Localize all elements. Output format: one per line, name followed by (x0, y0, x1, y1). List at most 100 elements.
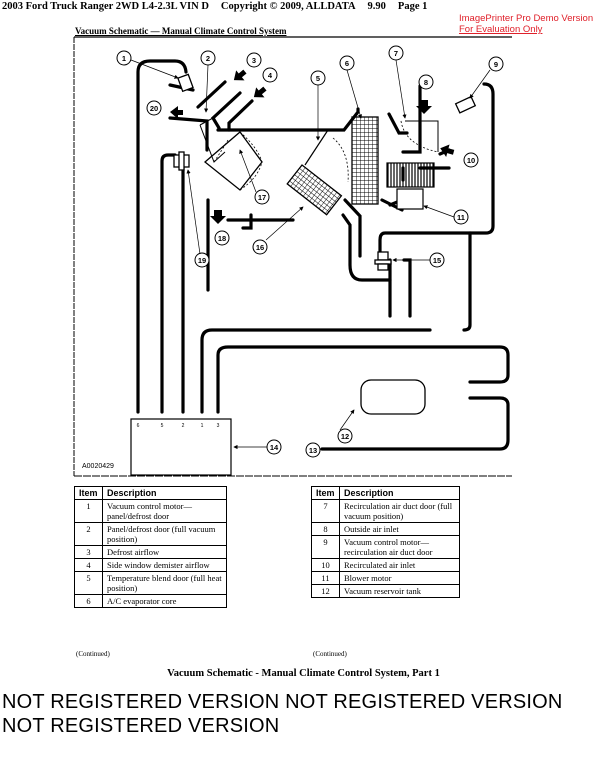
callout-5: 5 (310, 70, 326, 86)
svg-text:19: 19 (198, 256, 206, 265)
demo-line-1: ImagePrinter Pro Demo Version (459, 13, 594, 24)
callout-12: 12 (337, 428, 353, 444)
callout-1: 1 (116, 50, 132, 66)
port-label: 1 (201, 423, 204, 429)
vacuum-hoses (136, 59, 510, 451)
blower-wheel (386, 162, 435, 188)
svg-text:13: 13 (309, 446, 317, 455)
door-linkages (199, 117, 439, 191)
column-header-description: Description (102, 486, 227, 500)
floor-airflow-arrow (210, 210, 226, 224)
column-header-item: Item (311, 486, 340, 500)
svg-text:12: 12 (341, 432, 349, 441)
schematic-title: Vacuum Schematic — Manual Climate Contro… (75, 26, 287, 36)
diagram-frame (73, 36, 512, 477)
svg-text:17: 17 (258, 193, 266, 202)
evaporator-core (351, 116, 379, 205)
port-label: 3 (217, 423, 220, 429)
column-header-item: Item (74, 486, 103, 500)
svg-text:20: 20 (150, 104, 158, 113)
continued-note-right: (Continued) (313, 650, 347, 658)
vacuum-motor-9 (454, 95, 477, 114)
vehicle-title: 2003 Ford Truck Ranger 2WD L4-2.3L VIN D (2, 1, 209, 12)
port-label: 2 (182, 423, 185, 429)
airflow-arrows (170, 69, 455, 224)
vacuum-motor-1 (177, 73, 194, 93)
svg-text:9: 9 (494, 60, 498, 69)
svg-text:15: 15 (433, 256, 441, 265)
check-valve-15 (374, 251, 392, 271)
callout-8: 8 (418, 74, 434, 90)
callout-2: 2 (200, 50, 216, 66)
demo-line-2: For Evaluation Only (459, 24, 543, 35)
column-header-description: Description (339, 486, 460, 500)
callout-18: 18 (214, 230, 230, 246)
callout-16: 16 (252, 239, 268, 255)
svg-text:3: 3 (252, 56, 256, 65)
svg-text:11: 11 (457, 213, 465, 222)
callout-6: 6 (339, 55, 355, 71)
heater-core (286, 164, 343, 216)
callout-19: 19 (194, 252, 210, 268)
callouts: 1 2 3 4 5 6 7 8 9 10 11 12 13 14 15 16 1… (116, 45, 504, 458)
defrost-airflow-arrow (233, 69, 247, 81)
callout-4: 4 (262, 67, 278, 83)
callout-20: 20 (146, 100, 162, 116)
callout-17: 17 (254, 189, 270, 205)
svg-text:4: 4 (268, 71, 273, 80)
svg-text:14: 14 (270, 443, 279, 452)
unregistered-watermark: NOT REGISTERED VERSION NOT REGISTERED VE… (2, 691, 563, 737)
vacuum-reservoir-tank (360, 379, 426, 415)
svg-text:6: 6 (345, 59, 349, 68)
svg-text:2: 2 (206, 54, 210, 63)
demo-notice: ImagePrinter Pro Demo Version For Evalua… (459, 13, 605, 35)
switch-port-labels: 6 5 2 1 3 (137, 423, 220, 429)
callout-11: 11 (453, 209, 469, 225)
callout-15: 15 (429, 252, 445, 268)
copyright-text: Copyright © 2009, ALLDATA (220, 1, 356, 12)
svg-text:10: 10 (467, 156, 475, 165)
svg-text:5: 5 (316, 74, 320, 83)
version-text: 9.90 (367, 1, 386, 12)
callout-3: 3 (246, 52, 262, 68)
panel-airflow-arrow (170, 106, 183, 119)
callout-10: 10 (463, 152, 479, 168)
figure-caption: Vacuum Schematic - Manual Climate Contro… (167, 668, 440, 679)
vacuum-control-switch (130, 418, 232, 476)
recirc-air-arrow (440, 144, 455, 158)
svg-text:1: 1 (122, 54, 126, 63)
demister-airflow-arrow (253, 86, 267, 98)
page-header: 2003 Ford Truck Ranger 2WD L4-2.3L VIN D… (2, 1, 452, 12)
svg-text:16: 16 (256, 243, 264, 252)
page-number: Page 1 (397, 1, 428, 12)
svg-text:8: 8 (424, 78, 428, 87)
vacuum-schematic-diagram: 6 5 2 1 3 1 2 3 4 5 6 7 8 9 10 11 12 13 … (73, 36, 512, 477)
figure-id: A0020429 (82, 463, 114, 470)
callout-14: 14 (266, 439, 282, 455)
continued-note-left: (Continued) (76, 650, 110, 658)
leader-lines (130, 59, 491, 450)
vacuum-motor-19 (173, 151, 190, 171)
blower-motor (396, 188, 424, 210)
port-label: 5 (161, 423, 164, 429)
callout-7: 7 (388, 45, 404, 61)
callout-13: 13 (305, 442, 321, 458)
callout-9: 9 (488, 56, 504, 72)
outside-air-arrow (416, 100, 432, 114)
svg-text:18: 18 (218, 234, 226, 243)
port-label: 6 (137, 423, 140, 429)
